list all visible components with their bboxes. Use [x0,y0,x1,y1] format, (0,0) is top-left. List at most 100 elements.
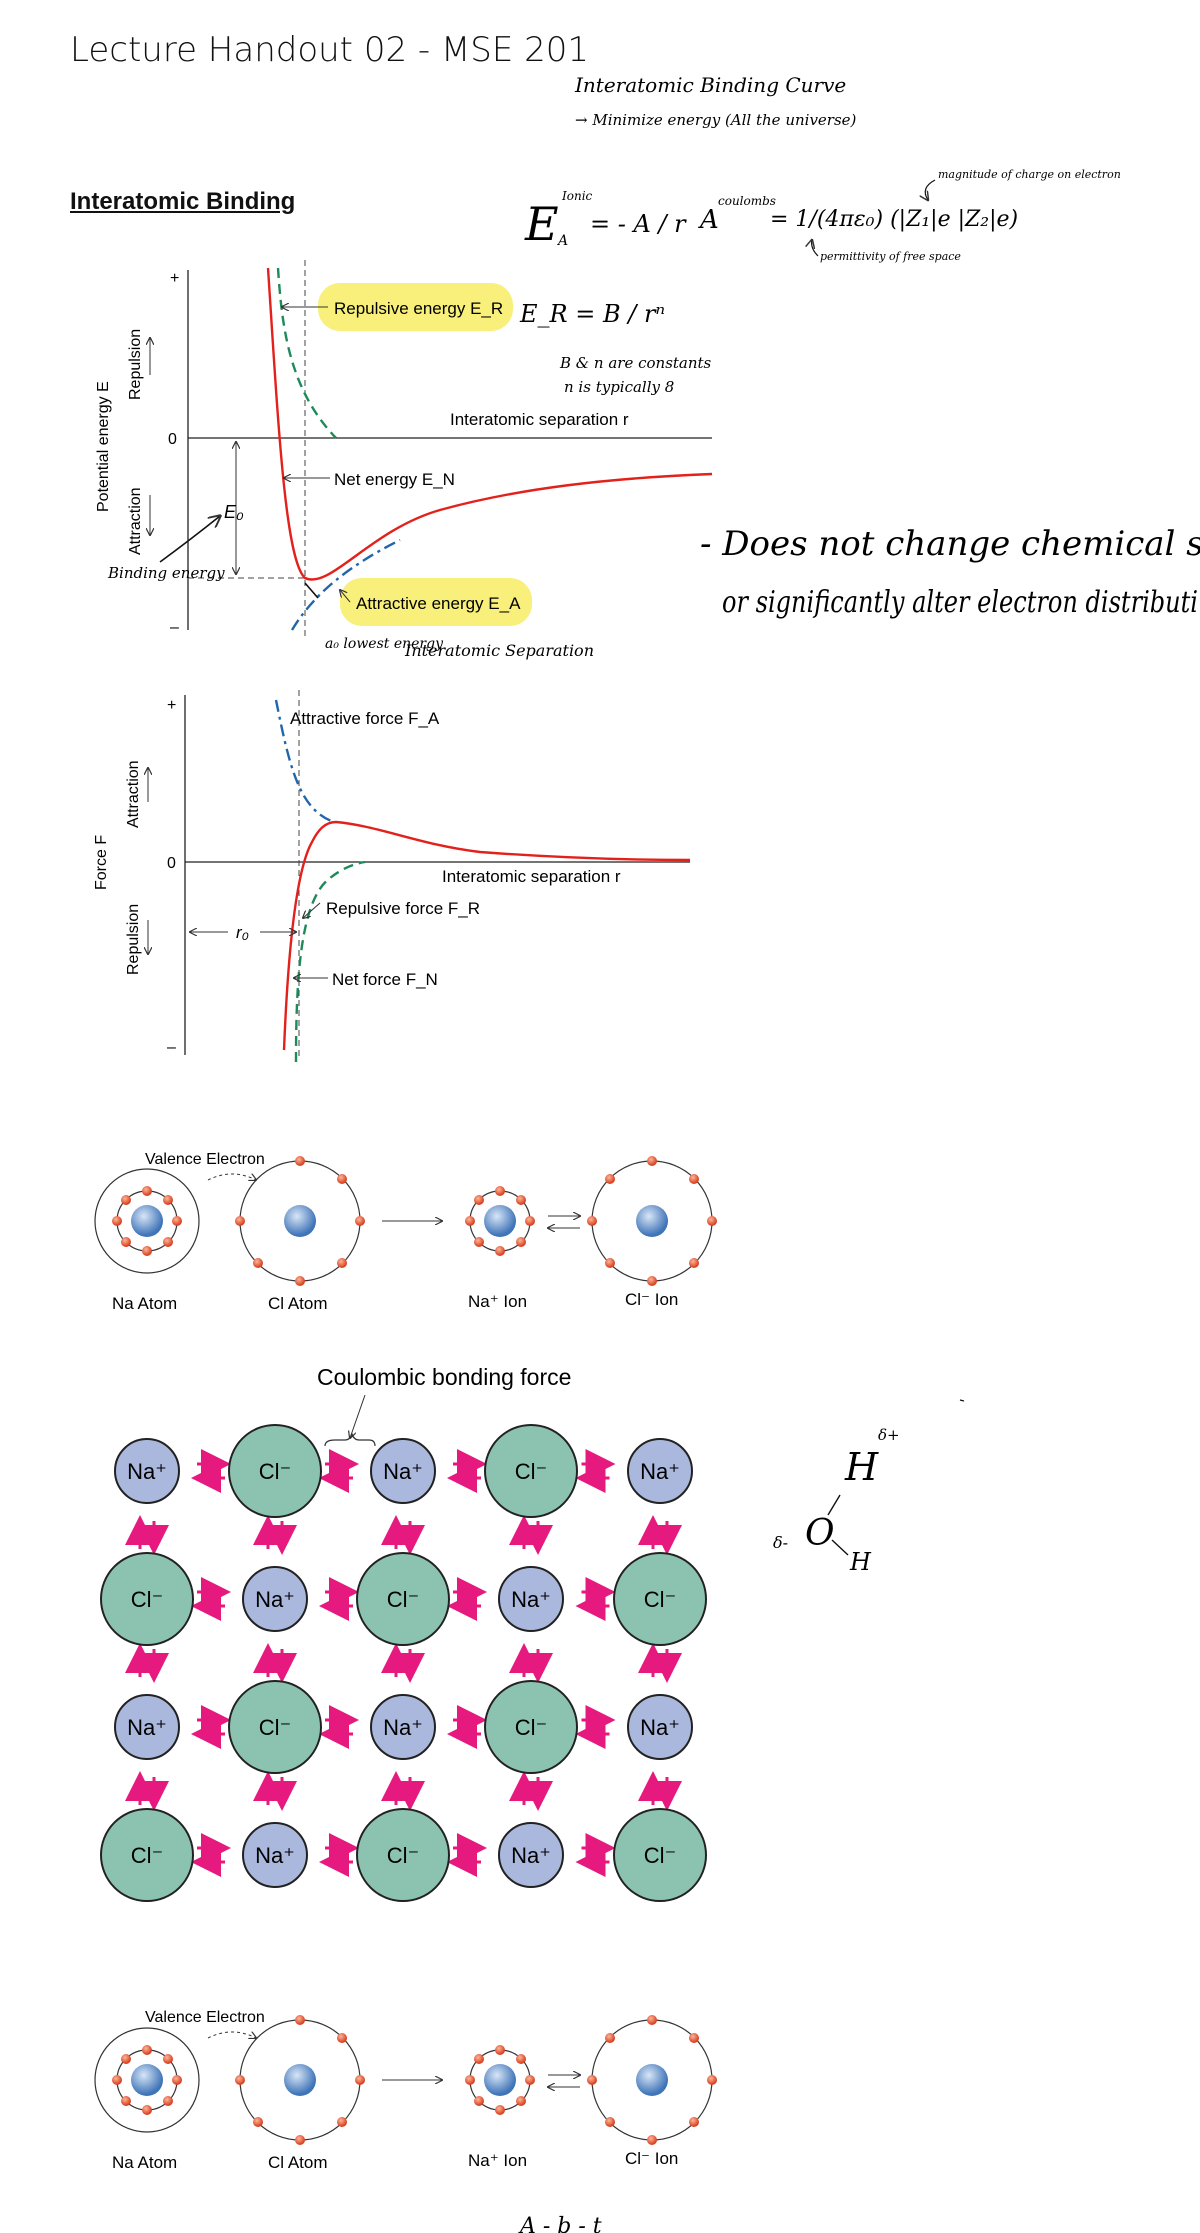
cl-ion-label-1: Cl⁻ Ion [625,1290,678,1309]
repulsive-energy-label: Repulsive energy E_R [334,299,503,318]
ea-subscript: A [556,233,568,249]
note-minimize: → Minimize energy (All the universe) [575,111,857,129]
cl-ion-label: Cl⁻ [515,1715,547,1740]
a-note-permittivity: permittivity of free space [820,250,961,263]
na-ion [370,1438,436,1504]
a0-note: a₀ lowest energy [325,636,444,652]
energy-xlabel: Interatomic separation r [450,410,629,429]
na-ion-label: Na⁺ [255,1843,295,1868]
na-ion-label: Na⁺ [127,1715,167,1740]
a-symbol: A [698,205,719,235]
cl-ion-1 [587,1156,717,1286]
attractive-force-curve [274,699,335,824]
energy-plot: + – 0 Potential energy E Repulsion Attra… [95,260,713,660]
net-energy-label: Net energy E_N [334,470,455,489]
valence-label-1: Valence Electron [145,1151,265,1168]
net-force-curve [282,820,691,1051]
na-atom-label-1: Na Atom [112,1294,177,1313]
attractive-energy-label: Attractive energy E_A [356,594,521,613]
water-delta-plus: δ+ [878,1426,900,1444]
force-minus: – [167,1039,176,1056]
force-attraction-label: Attraction [125,760,142,828]
energy-minus: – [170,619,179,636]
repulsive-force-label: Repulsive force F_R [326,899,480,918]
atom-transfer-diagram-1: Valence Electron [94,1151,717,1313]
force-ylabel: Force F [93,835,110,890]
na-ion-label: Na⁺ [127,1459,167,1484]
ea-superscript: Ionic [561,189,593,203]
ea-symbol: E [524,197,559,251]
na-ion-label-2: Na⁺ Ion [468,2151,527,2170]
force-plus: + [167,697,176,714]
cl-ion [228,1424,322,1518]
lattice-title: Coulombic bonding force [317,1364,571,1390]
ea-equation: = - A / r [590,210,687,238]
na-ion-label: Na⁺ [383,1715,423,1740]
attractive-energy-curve [290,538,401,631]
na-atom-1 [94,1168,200,1274]
cl-ion [613,1808,707,1902]
cl-ion-label: Cl⁻ [259,1459,291,1484]
force-plot: + – 0 Force F Attraction Repulsion Attra… [93,690,691,1063]
na-ion-label: Na⁺ [255,1587,295,1612]
attractive-force-label: Attractive force F_A [290,709,440,728]
bn-note: B & n are constants [559,354,712,372]
cl-ion [356,1552,450,1646]
na-ion [242,1566,308,1632]
na-ion [370,1694,436,1760]
cl-ion [484,1424,578,1518]
cl-atom-label-1: Cl Atom [268,1294,328,1313]
cl-ion [356,1808,450,1902]
r0-label: r₀ [236,923,249,942]
cl-ion-label: Cl⁻ [387,1587,419,1612]
force-zero: 0 [167,855,176,872]
bottom-handwriting: A - b - t [518,2214,602,2233]
binding-energy-note: Binding energy [107,564,225,582]
na-ion [114,1438,180,1504]
a-note-electron: magnitude of charge on electron [938,168,1121,181]
cl-ion [484,1680,578,1774]
energy-ylabel: Potential energy E [95,381,112,512]
cl-ion-label: Cl⁻ [515,1459,547,1484]
water-delta-minus: δ- [773,1533,788,1552]
na-ion-label: Na⁺ [383,1459,423,1484]
er-equation: E_R = B / rⁿ [519,300,665,328]
cl-ion-label: Cl⁻ [644,1587,676,1612]
n-note: n is typically 8 [564,378,674,396]
water-h-bottom: H [849,1548,872,1576]
energy-zero: 0 [168,431,177,448]
cl-ion-label: Cl⁻ [131,1587,163,1612]
na-ion [114,1694,180,1760]
cl-ion-label: Cl⁻ [387,1843,419,1868]
na-ion [627,1438,693,1504]
remark-line-1: - Does not change chemical state, [700,524,1200,564]
a-superscript: coulombs [718,194,776,208]
energy-repulsion-label: Repulsion [127,329,144,400]
cl-ion-label: Cl⁻ [131,1843,163,1868]
energy-attraction-label: Attraction [127,487,144,555]
cl-ion [228,1680,322,1774]
cl-ion [613,1552,707,1646]
section-heading: Interatomic Binding [70,188,296,215]
na-ion-label: Na⁺ [511,1843,551,1868]
note-curve-title: Interatomic Binding Curve [574,73,846,97]
handwritten-notes: Interatomic Binding Curve → Minimize ene… [519,73,1200,1576]
na-ion [242,1822,308,1888]
cl-ion [100,1552,194,1646]
na-ion-label: Na⁺ [511,1587,551,1612]
na-ion-1 [465,1186,535,1256]
water-o: O [805,1513,835,1554]
cl-atom-label-2: Cl Atom [268,2153,328,2172]
remark-line-2: or significantly alter electron distribu… [722,585,1198,620]
cl-atom-1 [235,1156,365,1286]
na-ion-label: Na⁺ [640,1459,680,1484]
lattice-grid: Na⁺ Cl⁻ Na⁺ Cl⁻ Na⁺ Cl⁻ Na⁺ Cl⁻ Na⁺ Cl⁻ Na⁺ Cl⁻ Na⁺ C… [100,1424,707,1902]
e0-label: E₀ [224,502,244,522]
separation-note: Interatomic Separation [404,641,594,660]
force-xlabel: Interatomic separation r [442,867,621,886]
na-atom-2 [94,2027,200,2133]
repulsive-energy-curve [276,267,337,439]
na-ion [498,1566,564,1632]
na-ion-label: Na⁺ [640,1715,680,1740]
